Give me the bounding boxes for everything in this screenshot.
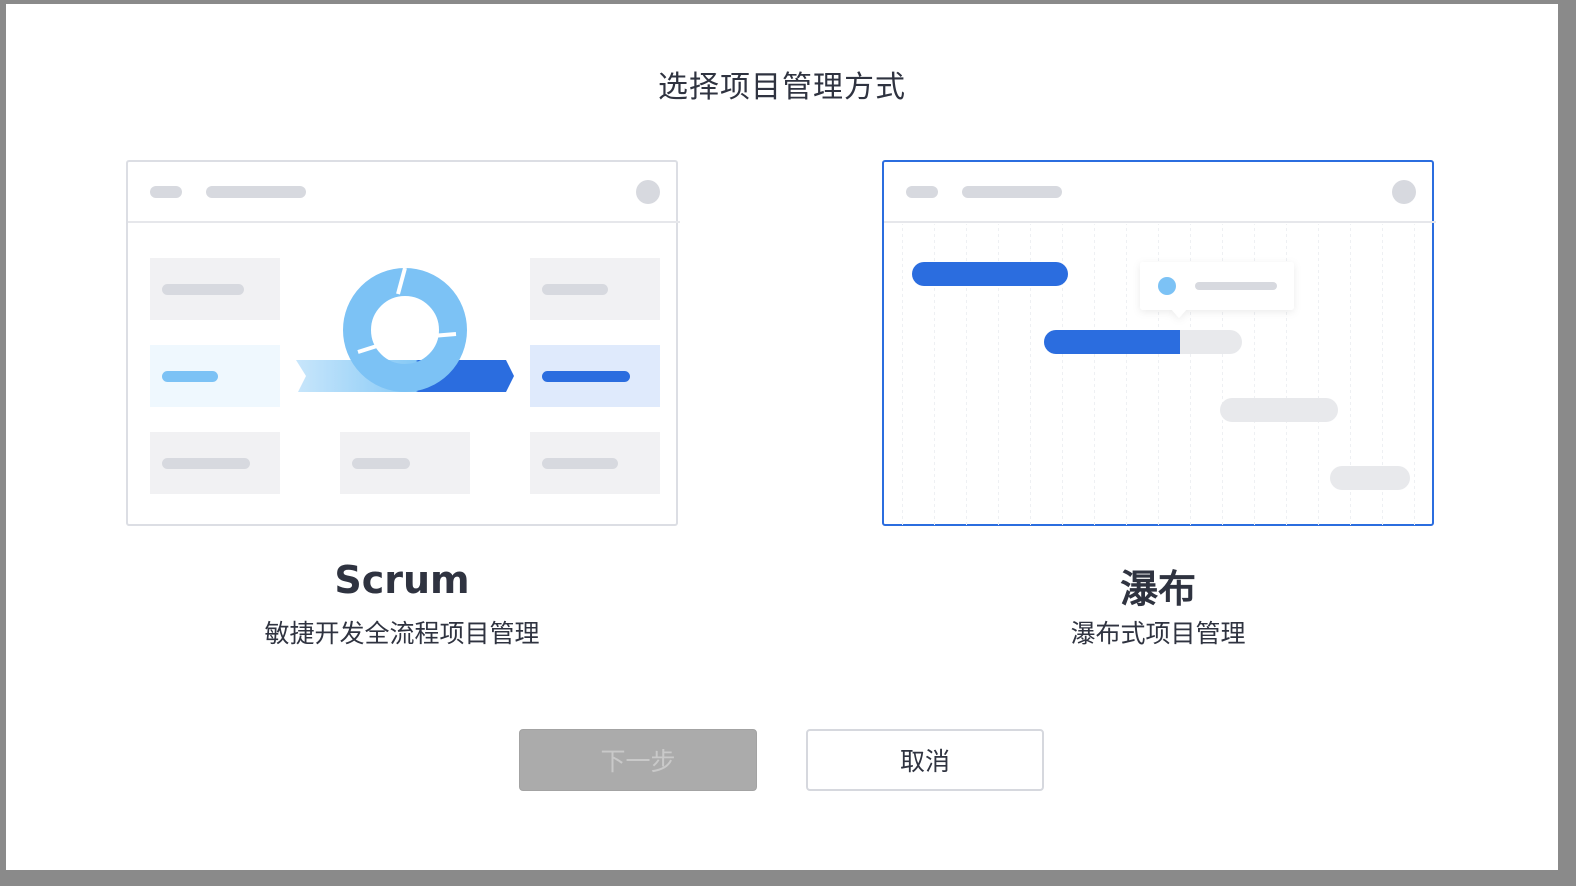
scrum-option-card[interactable] xyxy=(126,160,680,526)
project-type-dialog: 选择项目管理方式 xyxy=(6,4,1558,870)
dialog-title: 选择项目管理方式 xyxy=(658,70,906,105)
scrum-option-description: 敏捷开发全流程项目管理 xyxy=(264,619,540,648)
waterfall-option-description: 瀑布式项目管理 xyxy=(1070,619,1246,648)
scrum-option-title: Scrum xyxy=(334,558,470,602)
waterfall-option-title: 瀑布 xyxy=(1119,567,1196,611)
scrum-illustration xyxy=(128,180,680,494)
next-step-button[interactable]: 下一步 xyxy=(519,729,757,791)
cancel-button[interactable]: 取消 xyxy=(806,729,1044,791)
waterfall-option-card[interactable] xyxy=(882,160,1436,526)
waterfall-illustration xyxy=(884,180,1436,526)
